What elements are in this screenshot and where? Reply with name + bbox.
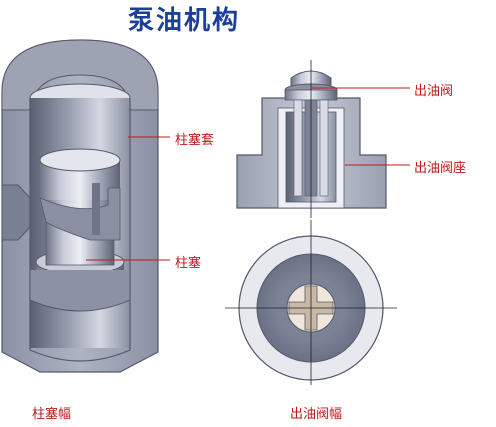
caption-plunger-pair: 柱塞幅 xyxy=(32,407,72,422)
label-plunger-sleeve: 柱塞套 xyxy=(175,133,215,148)
plunger xyxy=(29,148,131,312)
label-delivery-valve-seat: 出油阀座 xyxy=(414,161,467,176)
delivery-valve-section xyxy=(225,220,397,385)
caption-delivery-valve-pair: 出油阀幅 xyxy=(290,407,343,422)
label-plunger: 柱塞 xyxy=(175,256,202,271)
label-delivery-valve: 出油阀 xyxy=(414,84,454,99)
diagram-title: 泵油机构 xyxy=(128,6,241,36)
